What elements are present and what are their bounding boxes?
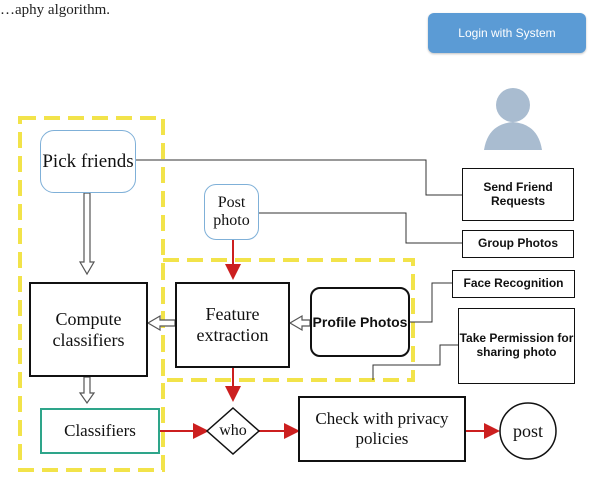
group-photos-box: Group Photos: [462, 230, 574, 258]
dashed-region-right: [161, 258, 415, 382]
profile-photos-node: Profile Photos: [310, 287, 410, 357]
group-photos-label: Group Photos: [478, 236, 558, 251]
who-label-box: who: [207, 421, 259, 441]
post-label: post: [512, 420, 543, 441]
user-silhouette-icon: [484, 88, 542, 150]
post-terminal-circle: [499, 402, 557, 460]
feature-extraction-label: Feature extraction: [196, 304, 269, 345]
connector-lines: [136, 159, 462, 380]
pick-friends-node: Pick friends: [40, 130, 136, 193]
login-button[interactable]: Login with System: [428, 13, 586, 53]
send-friend-requests-label: Send Friend Requests: [483, 179, 553, 208]
who-decision-diamond: [205, 406, 261, 456]
compute-classifiers-node: Compute classifiers: [29, 282, 148, 377]
face-recognition-box: Face Recognition: [452, 270, 575, 298]
post-photo-label: Post photo: [213, 193, 250, 229]
flow-arrows: [160, 240, 500, 439]
post-label-box: post: [502, 419, 554, 443]
pick-friends-label: Pick friends: [42, 150, 134, 172]
take-permission-box: Take Permission for sharing photo: [458, 308, 575, 384]
classifiers-label: Classifiers: [64, 421, 136, 441]
caption-text: …aphy algorithm.: [0, 2, 110, 18]
take-permission-label: Take Permission for sharing photo: [459, 331, 574, 359]
check-privacy-label: Check with privacy policies: [315, 409, 449, 448]
check-privacy-node: Check with privacy policies: [298, 396, 466, 462]
send-friend-requests-box: Send Friend Requests: [462, 168, 574, 221]
compute-classifiers-label: Compute classifiers: [52, 308, 125, 350]
classifiers-node: Classifiers: [40, 408, 160, 454]
post-photo-node: Post photo: [204, 184, 259, 240]
feature-extraction-node: Feature extraction: [175, 282, 290, 368]
profile-photos-label: Profile Photos: [312, 313, 408, 330]
face-recognition-label: Face Recognition: [463, 276, 564, 291]
hollow-arrows: [78, 192, 311, 405]
who-label: who: [219, 421, 247, 439]
dashed-region-left: [18, 116, 165, 472]
